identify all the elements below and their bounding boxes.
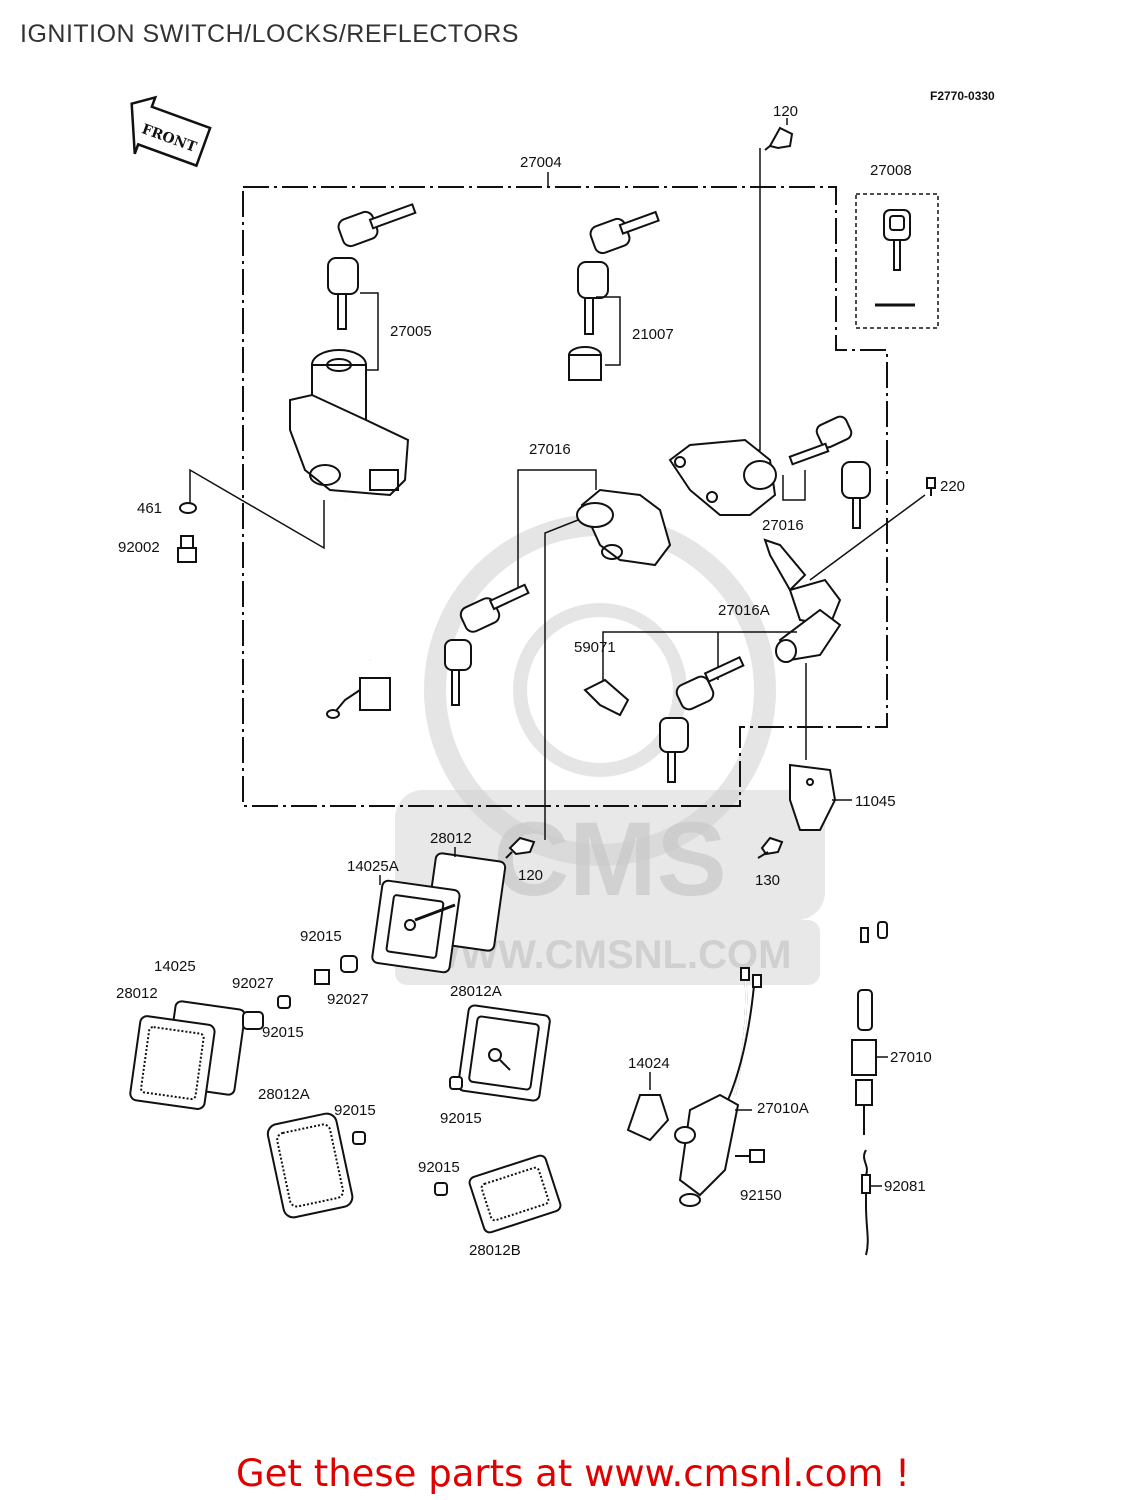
diagram-title: IGNITION SWITCH/LOCKS/REFLECTORS <box>20 20 519 48</box>
part-label: 11045 <box>855 793 896 810</box>
part-label: 92002 <box>118 539 160 556</box>
part-label: 27016A <box>718 602 770 619</box>
part-labels: 27004 27008 120 27005 21007 461 92002 27… <box>116 103 965 1259</box>
lock-key-icon <box>577 210 660 335</box>
part-label: 27016 <box>529 441 571 458</box>
part-label: 92015 <box>262 1024 304 1041</box>
footer-link-text[interactable]: Get these parts at www.cmsnl.com ! <box>235 1452 910 1495</box>
part-label: 59071 <box>574 639 616 656</box>
screw-icon <box>735 1149 765 1163</box>
helmet-lock-icon <box>763 538 842 663</box>
figure-code: F2770-0330 <box>930 89 995 103</box>
part-label: 14024 <box>628 1055 670 1072</box>
part-label: 27010 <box>890 1049 932 1066</box>
reflector-icon <box>266 1112 354 1219</box>
key-blank-box <box>855 193 939 329</box>
part-label: 27005 <box>390 323 432 340</box>
screw-icon <box>764 126 794 151</box>
seat-lock-key-icon <box>788 415 871 529</box>
part-label: 92150 <box>740 1187 782 1204</box>
part-label: 92027 <box>327 991 369 1008</box>
nut-icon <box>277 995 291 1009</box>
reflector-icon <box>371 852 507 974</box>
part-label: 461 <box>137 500 162 517</box>
brake-light-switch-icon <box>674 967 762 1207</box>
front-arrow-icon: FRONT <box>130 95 212 168</box>
clip-icon <box>583 678 630 717</box>
part-label: 27010A <box>757 1100 809 1117</box>
part-label: 92081 <box>884 1178 926 1195</box>
nut-icon <box>449 1076 463 1090</box>
part-label: 92015 <box>418 1159 460 1176</box>
part-label: 220 <box>940 478 965 495</box>
assembly-boundary <box>242 186 888 807</box>
watermark: CMS WWW.CMSNL.COM <box>395 514 825 985</box>
watermark-brand: CMS <box>493 801 726 918</box>
part-label: 120 <box>518 867 543 884</box>
part-label: 27004 <box>520 154 562 171</box>
rear-brake-switch-icon <box>851 921 888 1135</box>
seat-lock-icon <box>668 438 777 516</box>
part-label: 28012 <box>430 830 472 847</box>
bracket-icon <box>789 763 837 831</box>
bolt-icon <box>177 535 197 563</box>
part-label: 92015 <box>300 928 342 945</box>
part-label: 130 <box>755 872 780 889</box>
part-label: 92015 <box>334 1102 376 1119</box>
part-label: 27016 <box>762 517 804 534</box>
spacer-icon <box>340 955 358 973</box>
part-label: 21007 <box>632 326 674 343</box>
part-label: 14025 <box>154 958 196 975</box>
part-label: 14025A <box>347 858 399 875</box>
washer-icon <box>179 502 197 514</box>
part-label: 92027 <box>232 975 274 992</box>
lock-cylinder-icon <box>568 346 602 381</box>
reflector-icon <box>129 1000 246 1110</box>
part-label: 28012B <box>469 1242 521 1259</box>
nut-icon <box>434 1182 448 1196</box>
screw-icon <box>505 836 536 859</box>
screw-icon <box>757 836 784 859</box>
key-icon <box>875 209 915 307</box>
part-label: 92015 <box>440 1110 482 1127</box>
nut-icon <box>314 969 330 985</box>
nut-icon <box>352 1131 366 1145</box>
fork-lock-key-icon <box>444 583 530 706</box>
spring-icon <box>861 1149 871 1256</box>
reflector-icon <box>468 1154 562 1234</box>
ignition-switch-icon <box>289 349 410 719</box>
part-label: 28012A <box>258 1086 310 1103</box>
fork-lock-icon <box>576 488 672 567</box>
part-label: 28012 <box>116 985 158 1002</box>
reflector-icon <box>457 1004 551 1102</box>
part-label: 120 <box>773 103 798 120</box>
screw-icon <box>926 477 936 496</box>
ignition-key-icon <box>327 203 417 330</box>
helmet-lock-key-icon <box>659 656 745 783</box>
switch-cover-icon <box>626 1094 670 1142</box>
part-label: 28012A <box>450 983 502 1000</box>
parts-diagram: CMS WWW.CMSNL.COM FRONT F2770-0330 <box>116 89 995 1259</box>
part-label: 27008 <box>870 162 912 179</box>
spacer-icon <box>242 1011 264 1030</box>
